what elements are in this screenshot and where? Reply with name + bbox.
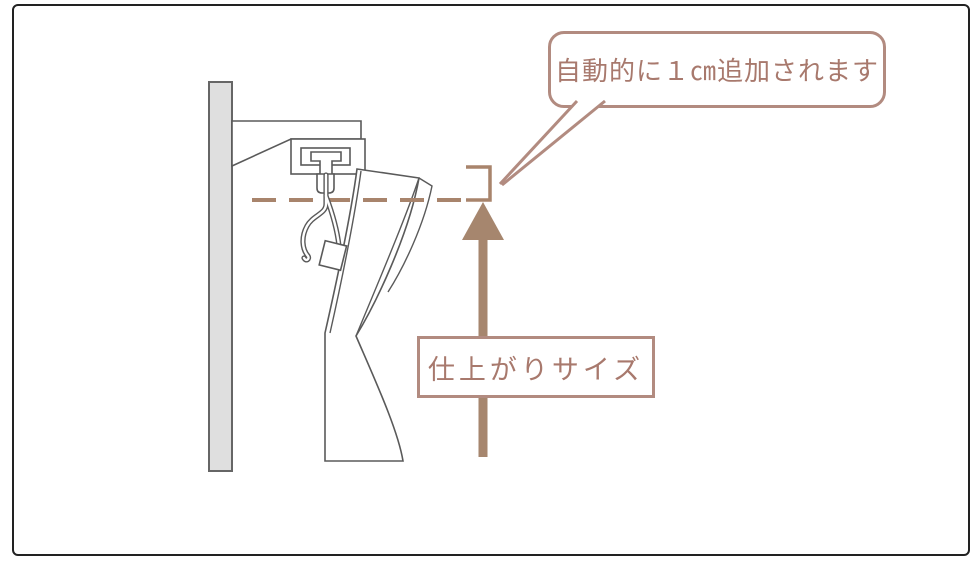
callout-text: 自動的に１㎝追加されます — [554, 56, 879, 86]
curtain-icon — [324, 168, 433, 462]
pleat-pocket-icon — [318, 239, 348, 272]
one-cm-bracket-icon — [466, 165, 492, 202]
finished-size-label-box: 仕上がりサイズ — [417, 336, 655, 398]
up-arrow-icon — [462, 202, 504, 457]
outer-frame — [12, 4, 970, 556]
callout-bubble: 自動的に１㎝追加されます — [548, 31, 886, 108]
wall-icon — [208, 81, 233, 472]
curtain-hook-icon — [300, 172, 342, 263]
finished-size-text: 仕上がりサイズ — [427, 354, 645, 385]
